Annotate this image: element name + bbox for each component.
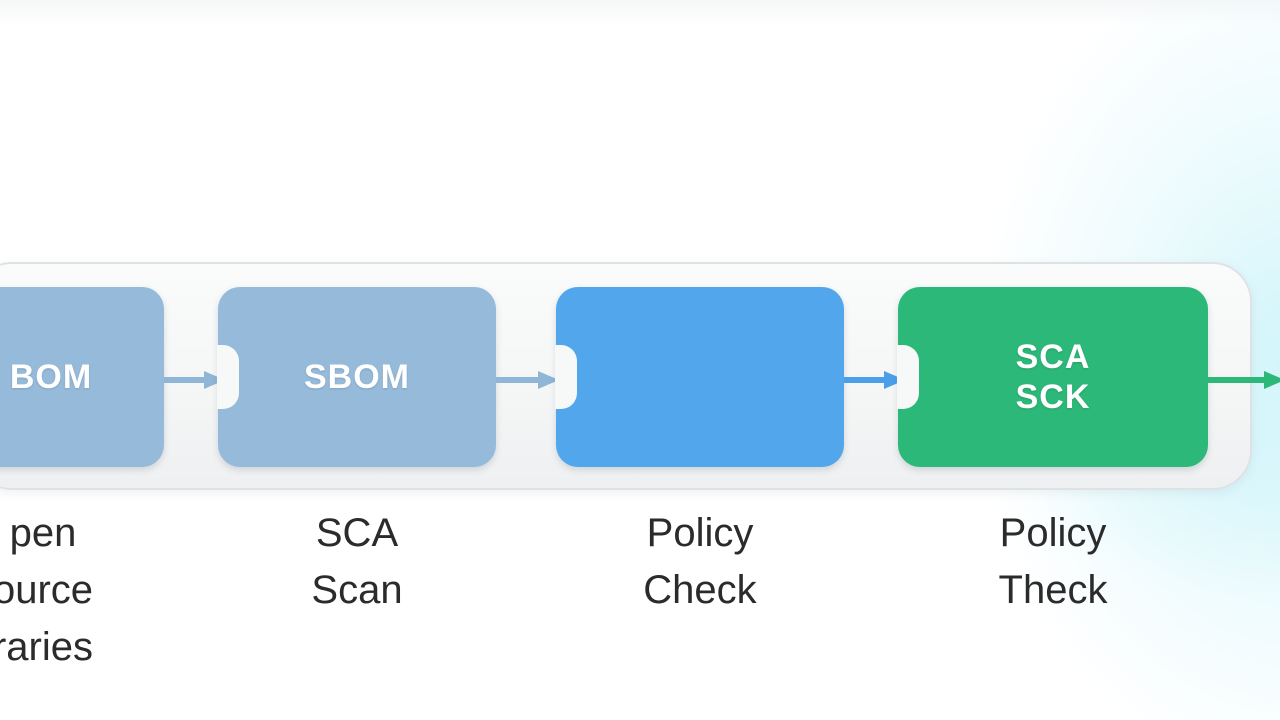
- stage-sca-sck[interactable]: SCA SCK: [897, 287, 1208, 467]
- caption-sca-sck: Policy Theck: [998, 511, 1108, 612]
- stage-policy-check-notch: [555, 345, 577, 409]
- stage-sbom-left-label: BOM: [9, 357, 93, 396]
- stage-sbom-notch: [217, 345, 239, 409]
- arrow-right-icon-3: [844, 369, 906, 391]
- caption-sbom: SCA Scan: [311, 511, 403, 612]
- caption-sbom-left: pen ource raries: [0, 511, 94, 669]
- arrow-right-icon-1: [164, 369, 226, 391]
- top-gradient-band: [0, 0, 1280, 26]
- arrow-right-icon-2: [496, 369, 560, 391]
- stage-policy-check[interactable]: [555, 287, 844, 467]
- arrow-right-icon-4: [1208, 369, 1280, 391]
- stage-sca-sck-label: SCA SCK: [1015, 337, 1091, 416]
- stage-sca-sck-notch: [897, 345, 919, 409]
- stage-sbom-left[interactable]: BOM: [0, 287, 164, 467]
- caption-policy-check: Policy Check: [643, 511, 757, 612]
- stage-sbom[interactable]: SBOM: [217, 287, 496, 467]
- stage-sbom-label: SBOM: [304, 357, 410, 396]
